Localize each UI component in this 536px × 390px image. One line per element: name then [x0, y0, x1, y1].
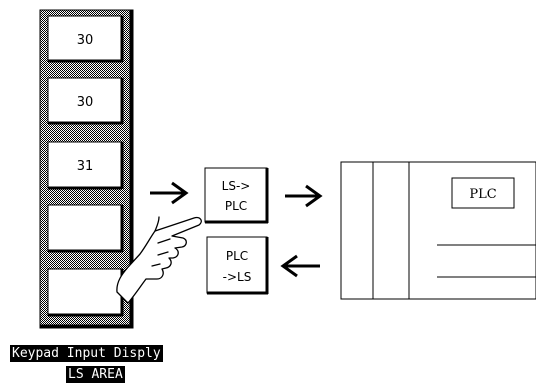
keypad-cell-value: 31 [77, 159, 94, 174]
ls-to-plc-label-line2: PLC [225, 199, 247, 213]
plc-to-ls-button[interactable]: PLC ->LS [206, 236, 269, 295]
ls-to-plc-button[interactable]: LS-> PLC [204, 167, 269, 224]
caption-ls-area: LS AREA [66, 366, 125, 383]
ls-to-plc-label-line1: LS-> [222, 179, 251, 193]
keypad-cell-value: 30 [77, 33, 94, 48]
keypad-cell-3[interactable]: 31 [47, 141, 124, 190]
arrow-right-icon [285, 184, 323, 208]
keypad-cell-1[interactable]: 30 [47, 15, 124, 63]
plc-unit: PLC [340, 161, 536, 300]
plc-label: PLC [469, 187, 496, 202]
keypad-cell-5[interactable] [47, 268, 124, 317]
caption-keypad-input-display: Keypad Input Disply [10, 345, 163, 362]
arrow-right-icon [150, 181, 189, 205]
plc-to-ls-label-line1: PLC [226, 249, 248, 263]
arrow-left-icon [280, 254, 320, 278]
keypad-cell-2[interactable]: 30 [47, 77, 124, 125]
keypad-cell-4[interactable] [47, 204, 124, 253]
keypad-cell-value: 30 [77, 95, 94, 110]
plc-to-ls-label-line2: ->LS [223, 270, 252, 284]
plc-label-box: PLC [451, 177, 515, 209]
pointing-hand-icon [116, 216, 202, 304]
